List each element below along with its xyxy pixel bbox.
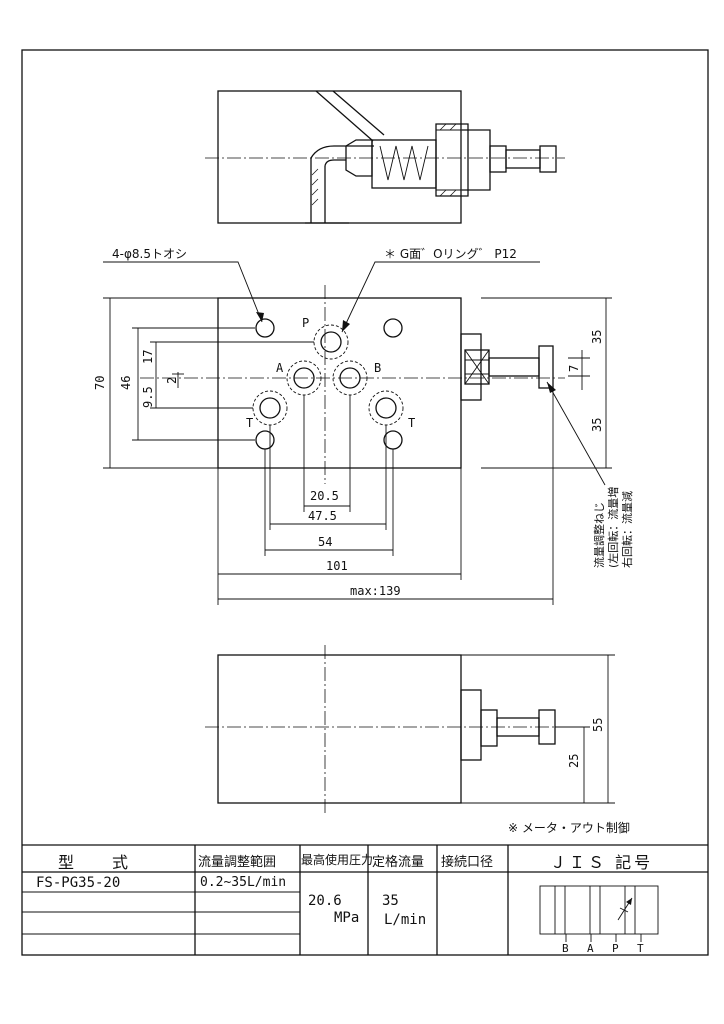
range-value: 0.2~35L/min: [200, 875, 287, 890]
jis-port-t: T: [637, 942, 644, 955]
header-port-size: 接続口径: [441, 855, 494, 870]
header-flow: 定格流量: [372, 855, 425, 870]
dim-70: 70: [93, 376, 107, 390]
sheet-border: [21, 49, 709, 956]
front-port-view: [103, 261, 612, 605]
header-model: 型 式: [58, 853, 131, 872]
port-p-label: P: [302, 316, 309, 330]
spec-table-grid: [22, 844, 708, 955]
top-section-view: [205, 90, 565, 224]
oring-label: ＊ G面゛Oリング゛ P12: [384, 247, 517, 261]
dim-2: 2: [165, 377, 179, 384]
dim-54: 54: [318, 535, 332, 549]
holes-label: 4-φ8.5トオシ: [112, 247, 187, 261]
pressure-value: 20.6: [308, 893, 342, 909]
dim-35-top: 35: [590, 330, 604, 344]
dim-7: 7: [567, 365, 581, 372]
dim-20-5: 20.5: [310, 489, 339, 503]
model-value: FS-PG35-20: [36, 875, 121, 891]
dim-9-5: 9.5: [141, 386, 155, 408]
adjust-screw-label: 流量調整ねじ: [592, 502, 606, 568]
adjust-cw-label: 右回転：流量減: [620, 491, 634, 568]
header-range: 流量調整範囲: [198, 855, 277, 870]
dim-25: 25: [567, 754, 581, 768]
dim-17: 17: [141, 350, 155, 364]
header-pressure: 最高使用圧力: [301, 853, 374, 867]
port-t-right-label: T: [408, 416, 415, 430]
dim-101: 101: [326, 559, 348, 573]
flow-value: 35: [382, 893, 399, 909]
jis-port-a: A: [587, 942, 594, 955]
header-jis-symbol: ＪＩＳ 記号: [550, 853, 654, 872]
jis-symbol: [539, 885, 659, 942]
port-a-label: A: [276, 361, 284, 375]
jis-port-p: P: [612, 942, 619, 955]
dim-47-5: 47.5: [308, 509, 337, 523]
side-view: [205, 645, 615, 815]
pressure-unit: MPa: [334, 910, 360, 926]
dim-35-bottom: 35: [590, 418, 604, 432]
port-b-label: B: [374, 361, 381, 375]
meter-out-note: ※ メータ・アウト制御: [508, 820, 630, 835]
dim-46: 46: [119, 376, 133, 390]
dim-max-139: max:139: [350, 584, 401, 598]
jis-port-b: B: [562, 942, 569, 955]
port-t-left-label: T: [246, 416, 253, 430]
adjust-ccw-label: (左回転：流量増: [606, 487, 620, 568]
dim-55: 55: [591, 718, 605, 732]
flow-unit: L/min: [384, 912, 427, 928]
